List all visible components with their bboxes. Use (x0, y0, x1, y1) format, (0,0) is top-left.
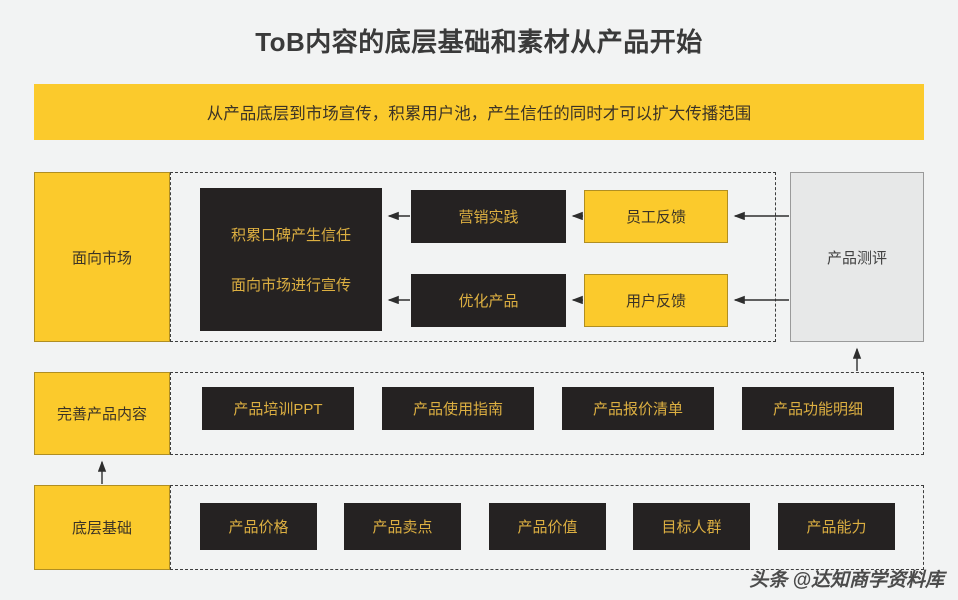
foundation-item-0-text: 产品价格 (228, 519, 289, 536)
content-item-2-text: 产品报价清单 (592, 401, 683, 418)
feedback-user[interactable]: 用户反馈 (584, 274, 728, 327)
page-title: ToB内容的底层基础和素材从产品开始 (255, 27, 703, 57)
market-outcome-2: 面向市场进行宣传 (230, 276, 351, 294)
foundation-item-2-text: 产品价值 (517, 519, 578, 536)
content-item-2[interactable]: 产品报价清单 (562, 387, 714, 430)
tier-label-content-text: 完善产品内容 (56, 406, 147, 423)
market-action-optimize-product-text: 优化产品 (458, 293, 519, 310)
product-evaluation-text: 产品测评 (826, 249, 887, 267)
foundation-item-4-text: 产品能力 (806, 519, 867, 536)
market-outcome-1: 积累口碑产生信任 (230, 227, 351, 245)
subtitle-banner: 从产品底层到市场宣传，积累用户池，产生信任的同时才可以扩大传播范围 (34, 84, 924, 140)
feedback-user-text: 用户反馈 (625, 293, 686, 310)
feedback-employee-text: 员工反馈 (625, 209, 686, 226)
market-action-optimize-product[interactable]: 优化产品 (411, 274, 566, 327)
foundation-item-1-text: 产品卖点 (372, 519, 433, 536)
foundation-item-0[interactable]: 产品价格 (200, 503, 317, 550)
tier-label-market[interactable]: 面向市场 (34, 172, 170, 342)
foundation-item-4[interactable]: 产品能力 (778, 503, 895, 550)
foundation-item-1[interactable]: 产品卖点 (344, 503, 461, 550)
content-item-3[interactable]: 产品功能明细 (742, 387, 894, 430)
content-item-0[interactable]: 产品培训PPT (202, 387, 354, 430)
feedback-employee[interactable]: 员工反馈 (584, 190, 728, 243)
market-outcomes-box[interactable]: 积累口碑产生信任 面向市场进行宣传 (200, 188, 382, 331)
tier-label-foundation-text: 底层基础 (71, 520, 132, 537)
tier-label-content[interactable]: 完善产品内容 (34, 372, 170, 455)
product-evaluation-box[interactable]: 产品测评 (790, 172, 924, 342)
tier-label-foundation[interactable]: 底层基础 (34, 485, 170, 570)
content-item-1-text: 产品使用指南 (412, 401, 503, 418)
tier-label-market-text: 面向市场 (71, 249, 132, 267)
foundation-item-3[interactable]: 目标人群 (633, 503, 750, 550)
content-item-3-text: 产品功能明细 (772, 401, 863, 418)
content-item-0-text: 产品培训PPT (233, 401, 323, 418)
market-action-marketing-practice-text: 营销实践 (458, 209, 519, 226)
watermark: 头条 @达知商学资料库 (749, 570, 944, 591)
foundation-item-3-text: 目标人群 (661, 519, 722, 536)
market-action-marketing-practice[interactable]: 营销实践 (411, 190, 566, 243)
subtitle-banner-text: 从产品底层到市场宣传，积累用户池，产生信任的同时才可以扩大传播范围 (206, 105, 752, 123)
foundation-item-2[interactable]: 产品价值 (489, 503, 606, 550)
content-item-1[interactable]: 产品使用指南 (382, 387, 534, 430)
